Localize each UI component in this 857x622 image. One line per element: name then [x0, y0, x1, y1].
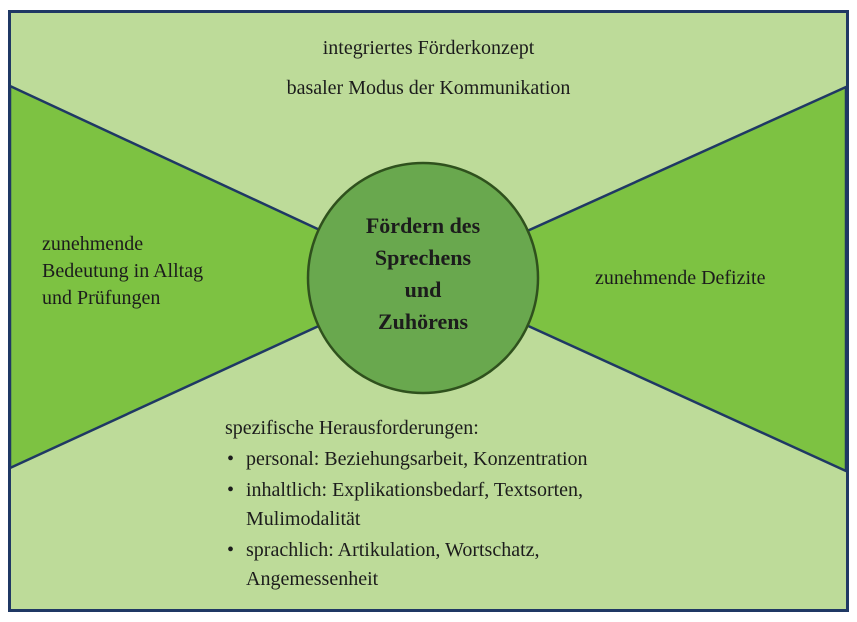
left-triangle-shape — [8, 84, 425, 470]
list-item: • personal: Beziehungsarbeit, Konzentrat… — [225, 445, 588, 474]
circle-label-line4: Zuhörens — [377, 309, 469, 334]
center-circle-shape — [306, 161, 540, 395]
bullet-line: Mulimodalität — [246, 508, 361, 530]
left-label-line3: und Prüfungen — [42, 287, 161, 309]
bullet-marker: • — [227, 479, 235, 501]
bullet-marker: • — [227, 539, 235, 561]
bullet-text: personal: Beziehungsarbeit, Konzentratio… — [246, 445, 588, 474]
center-circle-label: Fördern des Sprechens und Zuhörens — [308, 210, 538, 338]
bottom-section: spezifische Herausforderungen: • persona… — [225, 414, 588, 594]
bottom-heading: spezifische Herausforderungen: — [225, 417, 479, 439]
circle-label-line2: Sprechens — [374, 245, 472, 270]
bullet-text: inhaltlich: Explikationsbedarf, Textsort… — [246, 476, 583, 534]
bullet-line: sprachlich: Artikulation, Wortschatz, — [246, 539, 540, 561]
left-label-line2: Bedeutung in Alltag — [42, 260, 204, 282]
left-label-line1: zunehmende — [42, 233, 144, 255]
bullet-line: inhaltlich: Explikationsbedarf, Textsort… — [246, 479, 584, 501]
left-triangle-label: zunehmende Bedeutung in Alltag und Prüfu… — [42, 231, 203, 312]
right-triangle-label: zunehmende Defizite — [595, 265, 765, 292]
top-caption-line1: integriertes Förderkonzept — [322, 37, 535, 59]
circle-label-line3: und — [404, 277, 442, 302]
right-label-text: zunehmende Defizite — [595, 267, 766, 289]
bullet-line: Angemessenheit — [246, 568, 379, 590]
top-caption-line2: basaler Modus der Kommunikation — [286, 77, 571, 99]
bullet-line: personal: Beziehungsarbeit, Konzentratio… — [246, 448, 588, 470]
bullet-marker: • — [227, 448, 235, 470]
circle-label-line1: Fördern des — [365, 213, 481, 238]
list-item: • sprachlich: Artikulation, Wortschatz, … — [225, 536, 588, 594]
list-item: • inhaltlich: Explikationsbedarf, Textso… — [225, 476, 588, 534]
top-caption: integriertes Förderkonzept basaler Modus… — [10, 28, 847, 108]
bullet-text: sprachlich: Artikulation, Wortschatz, An… — [246, 536, 540, 594]
right-triangle-shape — [421, 85, 848, 473]
